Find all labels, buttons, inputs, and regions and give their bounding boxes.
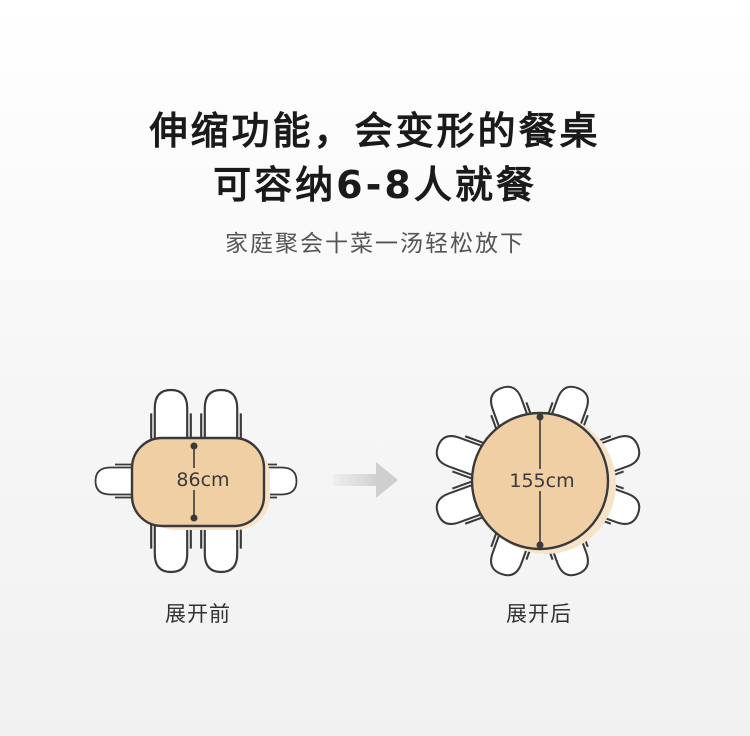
label-bg-before [168,468,222,490]
size-label-before: 86cm [176,469,229,491]
measure-dot-after-bottom [536,541,544,549]
headline-line-1: 伸缩功能，会变形的餐桌 [149,109,601,153]
measure-dot-before-bottom [190,514,198,522]
caption-after: 展开后 [506,602,572,626]
size-label-after: 155cm [509,470,574,492]
table-after: 155cm [430,380,646,582]
caption-before: 展开前 [165,602,231,626]
measure-dot-before-top [190,442,198,450]
measure-dot-after-top [536,413,544,421]
arrow-icon [333,462,398,498]
headline-line-2: 可容纳6-8人就餐 [213,163,537,207]
label-bg-after [506,469,578,491]
table-before: 86cm [94,388,298,574]
subtitle: 家庭聚会十菜一汤轻松放下 [225,231,525,257]
